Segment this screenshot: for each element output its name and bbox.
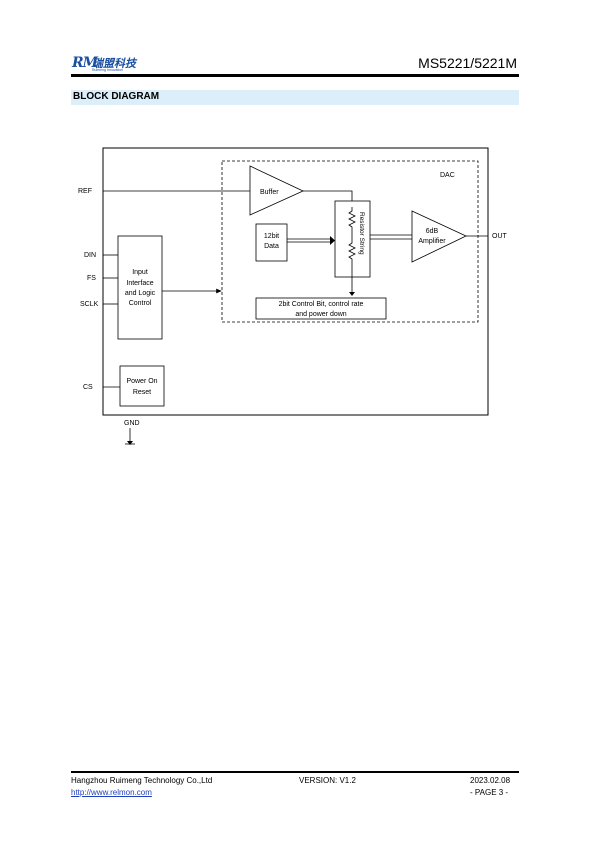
logo-mark-icon: RM [72,55,98,71]
amplifier-triangle [411,210,467,263]
data-block-line-1: 12bit [264,233,279,240]
dac-label: DAC [440,172,455,179]
interface-line-2: Interface [126,280,153,287]
header-rule [71,74,519,77]
control-bits-line-2: and power down [295,311,346,318]
logo-chinese-text: 瑞盟科技 [92,58,136,70]
interface-line-3: and Logic [125,290,156,297]
interface-line-4: Control [129,300,152,307]
document-title: MS5221/5221M [418,55,517,71]
amplifier-line-1: 6dB [426,228,439,235]
power-on-reset-block [119,365,165,407]
section-title: BLOCK DIAGRAM [73,91,160,102]
footer-rule [71,771,519,773]
data-bus-arrow [330,236,335,245]
amplifier-line-2: Amplifier [418,238,446,245]
footer-company: Hangzhou Ruimeng Technology Co.,Ltd [71,776,213,785]
company-logo: RM 瑞盟科技 Ruimeng Innovation [72,55,142,75]
footer-website-link[interactable]: http://www.relmon.com [71,788,152,797]
gnd-arrow-icon [127,441,133,445]
footer-date: 2023.02.08 [470,776,511,785]
footer-version: VERSION: V1.2 [299,776,356,785]
buffer-triangle [249,165,304,216]
control-bits-block [255,297,387,320]
resistor-ground-arrow [349,292,355,296]
data-block [255,223,288,262]
section-header-bar: BLOCK DIAGRAM [71,90,519,105]
pin-sclk-label: SCLK [80,301,99,308]
resistor-symbols [348,207,356,292]
por-line-2: Reset [133,389,151,396]
interface-logic-block [117,235,163,340]
footer-page-number: - PAGE 3 - [470,788,509,797]
pin-din-label: DIN [84,252,96,259]
pin-fs-label: FS [87,275,96,282]
dac-region [221,160,479,323]
pin-ref-label: REF [78,188,92,195]
logo-subtext: Ruimeng Innovation [92,68,124,72]
data-block-line-2: Data [264,243,279,250]
control-bits-line-1: 2bit Control Bit, control rate [279,301,364,308]
chip-boundary [102,147,489,416]
interface-line-1: Input [132,269,148,276]
resistor-string-label: Resistor String [358,212,365,255]
por-line-1: Power On [126,378,157,385]
buffer-label: Buffer [260,189,279,196]
pin-gnd-label: GND [124,420,140,427]
pin-cs-label: CS [83,384,93,391]
pin-out-label: OUT [492,233,508,240]
